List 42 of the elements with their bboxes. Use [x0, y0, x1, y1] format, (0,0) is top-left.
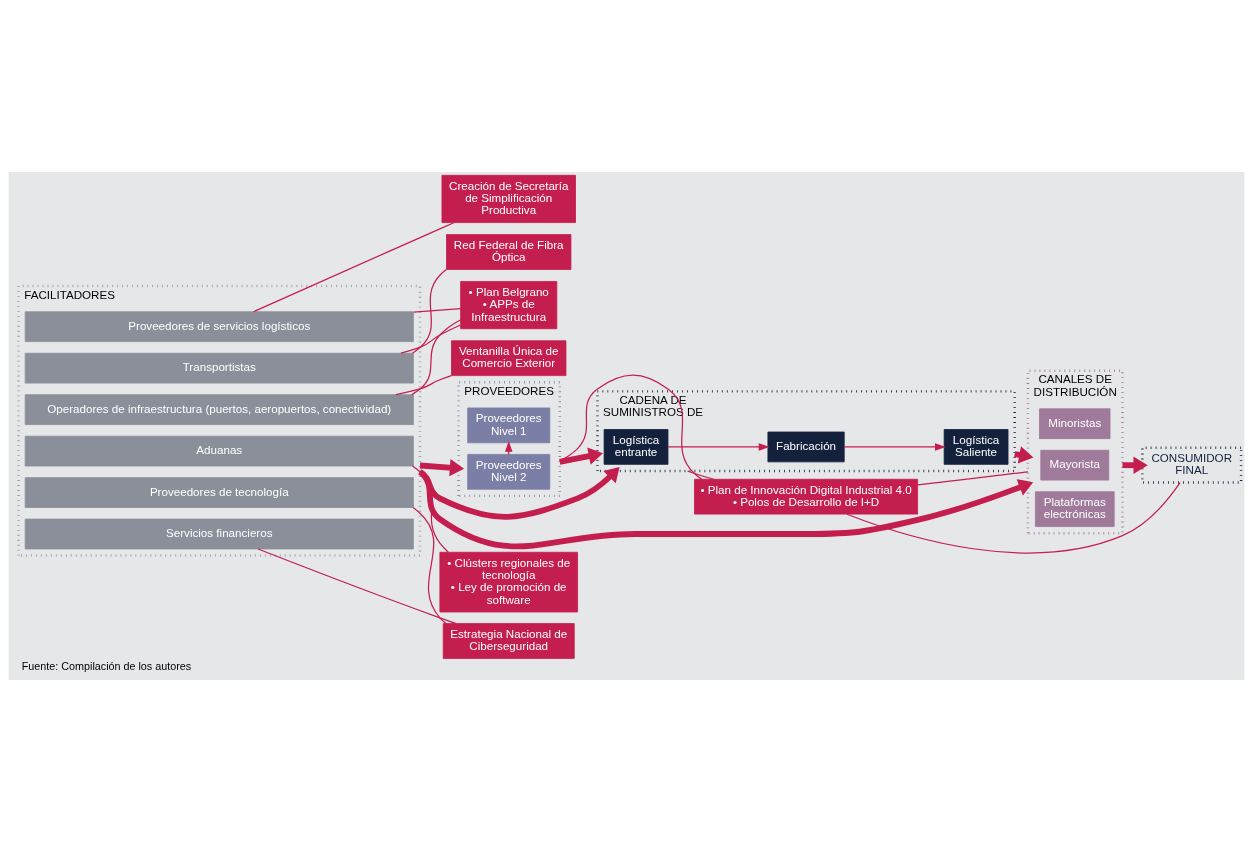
node-box: • Plan Belgrano • APPs de Infraestructura [460, 280, 558, 329]
caption: Fuente: Compilación de los autores [21, 659, 192, 672]
node-box: Estrategia Nacional de Ciberseguridad [442, 622, 575, 659]
arrow [559, 447, 603, 465]
connector [395, 374, 452, 395]
connector [686, 469, 715, 480]
node-box: Red Federal de Fibra Óptica [446, 233, 572, 270]
arrow [417, 469, 1034, 549]
connector [413, 307, 462, 313]
node-box: Transportistas [24, 352, 414, 383]
node-box: Proveedores de servicios logísticos [24, 310, 414, 342]
node-box: Minoristas [1039, 407, 1111, 439]
node-box: Proveedores Nivel 1 [467, 407, 551, 443]
connector [400, 323, 461, 354]
connector [411, 268, 447, 354]
node-box: Creación de Secretaría de Simplificación Productiva [441, 174, 576, 223]
connector [917, 470, 1029, 485]
connector [846, 481, 1181, 554]
node-box: CONSUMIDOR FINAL [1141, 446, 1243, 484]
node-box: Fabricación [767, 431, 845, 462]
node-box: Operadores de infraestructura (puertos, aeropuertos, conectividad) [24, 393, 414, 425]
node-box: Logística Saliente [943, 428, 1009, 465]
arrow [418, 466, 620, 520]
node-box: • Plan de Innovación Digital Industrial 4.0 • Polos de Desarrollo de I+D [694, 478, 919, 515]
connector [412, 506, 447, 624]
connector [411, 464, 449, 553]
node-box: Ventanilla Única de Comercio Exterior [451, 339, 567, 376]
connector [411, 318, 462, 395]
arrow [667, 442, 770, 451]
node-box: Logística entrante [603, 428, 669, 465]
node-box: Proveedores Nivel 2 [467, 453, 551, 490]
arrow [843, 442, 946, 451]
connector [257, 547, 457, 624]
arrow [419, 458, 465, 476]
connector [252, 221, 455, 312]
node-box: Servicios financieros [24, 518, 414, 549]
node-box: Mayorista [1040, 449, 1110, 481]
node-box: Aduanas [24, 435, 414, 466]
node-box: • Clústers regionales de tecnología • Ley de promoción de software [439, 551, 578, 612]
connector [559, 373, 703, 480]
node-box: Plataformas electrónicas [1034, 490, 1115, 527]
node-box: Proveedores de tecnología [24, 476, 414, 508]
